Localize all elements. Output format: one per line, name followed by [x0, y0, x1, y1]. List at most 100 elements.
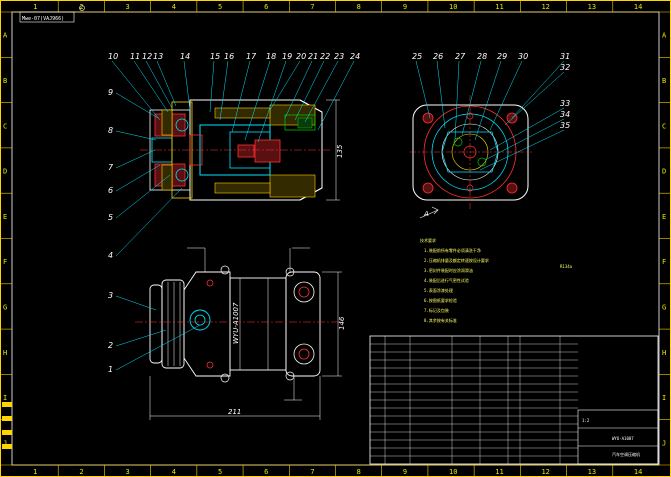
sheet-scale: 1:2	[582, 418, 590, 423]
grid-row-label-right: I	[662, 394, 666, 402]
title-block[interactable]	[369, 335, 659, 465]
exterior-view[interactable]	[135, 247, 342, 420]
callout-label: 8	[108, 126, 113, 135]
callout-label: 16	[224, 52, 234, 61]
callout-label: 29	[497, 52, 507, 61]
dimension-height-bottom: 146	[338, 316, 346, 330]
view-arrow-label: A	[423, 210, 429, 218]
grid-column-label-bottom: 11	[495, 468, 503, 476]
end-view-a[interactable]	[410, 95, 532, 219]
grid-row-label-right: J	[662, 439, 666, 447]
callout-label: 19	[282, 52, 292, 61]
grid-column-label-bottom: 13	[588, 468, 596, 476]
callouts-end-view: 25 26 27 28 29 30 31 32 33 34 35	[412, 52, 570, 171]
grid-column-label-bottom: 14	[634, 468, 642, 476]
section-view-main[interactable]	[140, 99, 340, 201]
callout-label: 25	[412, 52, 422, 61]
callout-label: 3	[108, 291, 113, 300]
callout-label: 7	[108, 163, 114, 172]
grid-column-label-bottom: 6	[264, 468, 268, 476]
grid-column-label-bottom: 10	[449, 468, 457, 476]
grid-column-label-bottom: 4	[172, 468, 176, 476]
callout-label: 31	[560, 52, 570, 61]
grid-row-label-right: B	[662, 77, 666, 85]
note-line: 6.按图纸要求检验	[424, 297, 457, 303]
callout-label: 15	[210, 52, 220, 61]
callout-label: 17	[246, 52, 257, 61]
callout-label: 21	[308, 52, 318, 61]
grid-column-label-top: 8	[357, 3, 361, 11]
grid-column-label-top: 11	[495, 3, 503, 11]
callout-label: 5	[108, 213, 113, 222]
callouts-bottom-left: 3 2 1	[108, 291, 201, 374]
callout-label: 35	[560, 121, 570, 130]
callout-label: 20	[296, 52, 306, 61]
grid-row-label-right: D	[662, 168, 666, 176]
callout-label: 2	[108, 341, 113, 350]
title-tag: Mwe-07(VAJ966)	[22, 16, 64, 22]
grid-row-label-left: I	[3, 394, 7, 402]
grid-row-label-right: C	[662, 122, 666, 130]
grid-column-label-top: 14	[634, 3, 642, 11]
grid-row-label-left: C	[3, 122, 7, 130]
grid-row-label-left: E	[3, 213, 7, 221]
callout-label: 30	[518, 52, 528, 61]
grid-row-label-right: F	[662, 258, 666, 266]
grid-row-label-right: G	[662, 303, 666, 311]
callout-label: 34	[560, 110, 570, 119]
callouts-left: 9 8 7 6 5 4	[108, 88, 183, 260]
grid-column-label-top: 1	[33, 3, 37, 11]
grid-row-label-left: G	[3, 303, 7, 311]
callout-label: 27	[455, 52, 466, 61]
notes-heading: 技术要求	[420, 237, 436, 243]
technical-notes: 技术要求 1.装配前所有零件必须清洗干净2.压缩机排量及额定转速按设计要求3.密…	[420, 237, 573, 323]
grid-row-label-left: F	[3, 258, 7, 266]
grid-row-label-left: H	[3, 349, 7, 357]
grid-row-label-left: D	[3, 168, 7, 176]
callout-label: 26	[433, 52, 443, 61]
callout-label: 24	[350, 52, 360, 61]
note-line: 7.标记及包装	[424, 307, 449, 313]
grid-column-label-bottom: 2	[79, 468, 83, 476]
callout-label: 4	[108, 251, 113, 260]
grid-column-label-top: 7	[310, 3, 314, 11]
margin-stamps	[2, 402, 12, 449]
grid-row-label-left: J	[3, 439, 7, 447]
callout-label: 11	[130, 52, 140, 61]
grid-column-label-bottom: 1	[33, 468, 37, 476]
drawing-number: WYU-A1007	[612, 436, 634, 441]
callout-label: 22	[320, 52, 330, 61]
callout-label: 33	[560, 99, 570, 108]
grid-column-label-top: 4	[172, 3, 176, 11]
callout-label: 6	[108, 186, 113, 195]
callout-label: 1	[108, 365, 113, 374]
notes-side-label: R134a	[560, 264, 573, 269]
callout-label: 14	[180, 52, 190, 61]
note-line: 5.表面涂漆处理	[424, 287, 453, 293]
callout-label: 18	[266, 52, 276, 61]
grid-column-label-top: 10	[449, 3, 457, 11]
grid-column-label-bottom: 9	[403, 468, 407, 476]
callout-label: 13	[153, 52, 163, 61]
note-line: 1.装配前所有零件必须清洗干净	[424, 247, 481, 253]
drawing-border	[11, 11, 660, 466]
dimension-width-bottom: 211	[228, 408, 241, 416]
grid-row-label-left: A	[3, 32, 8, 40]
note-line: 8.其余按有关标准	[424, 317, 457, 323]
grid-column-label-top: 3	[126, 3, 130, 11]
callout-label: 28	[477, 52, 487, 61]
grid-column-label-top: 9	[403, 3, 407, 11]
callout-label: 23	[334, 52, 344, 61]
grid-column-label-bottom: 8	[357, 468, 361, 476]
callout-label: 32	[560, 63, 570, 72]
callout-label: 12	[142, 52, 152, 61]
grid-column-label-top: 13	[588, 3, 596, 11]
callout-label: 9	[108, 88, 113, 97]
grid-column-label-bottom: 12	[541, 468, 549, 476]
grid-column-label-top: 5	[218, 3, 222, 11]
dimension-height-top: 135	[336, 144, 344, 158]
